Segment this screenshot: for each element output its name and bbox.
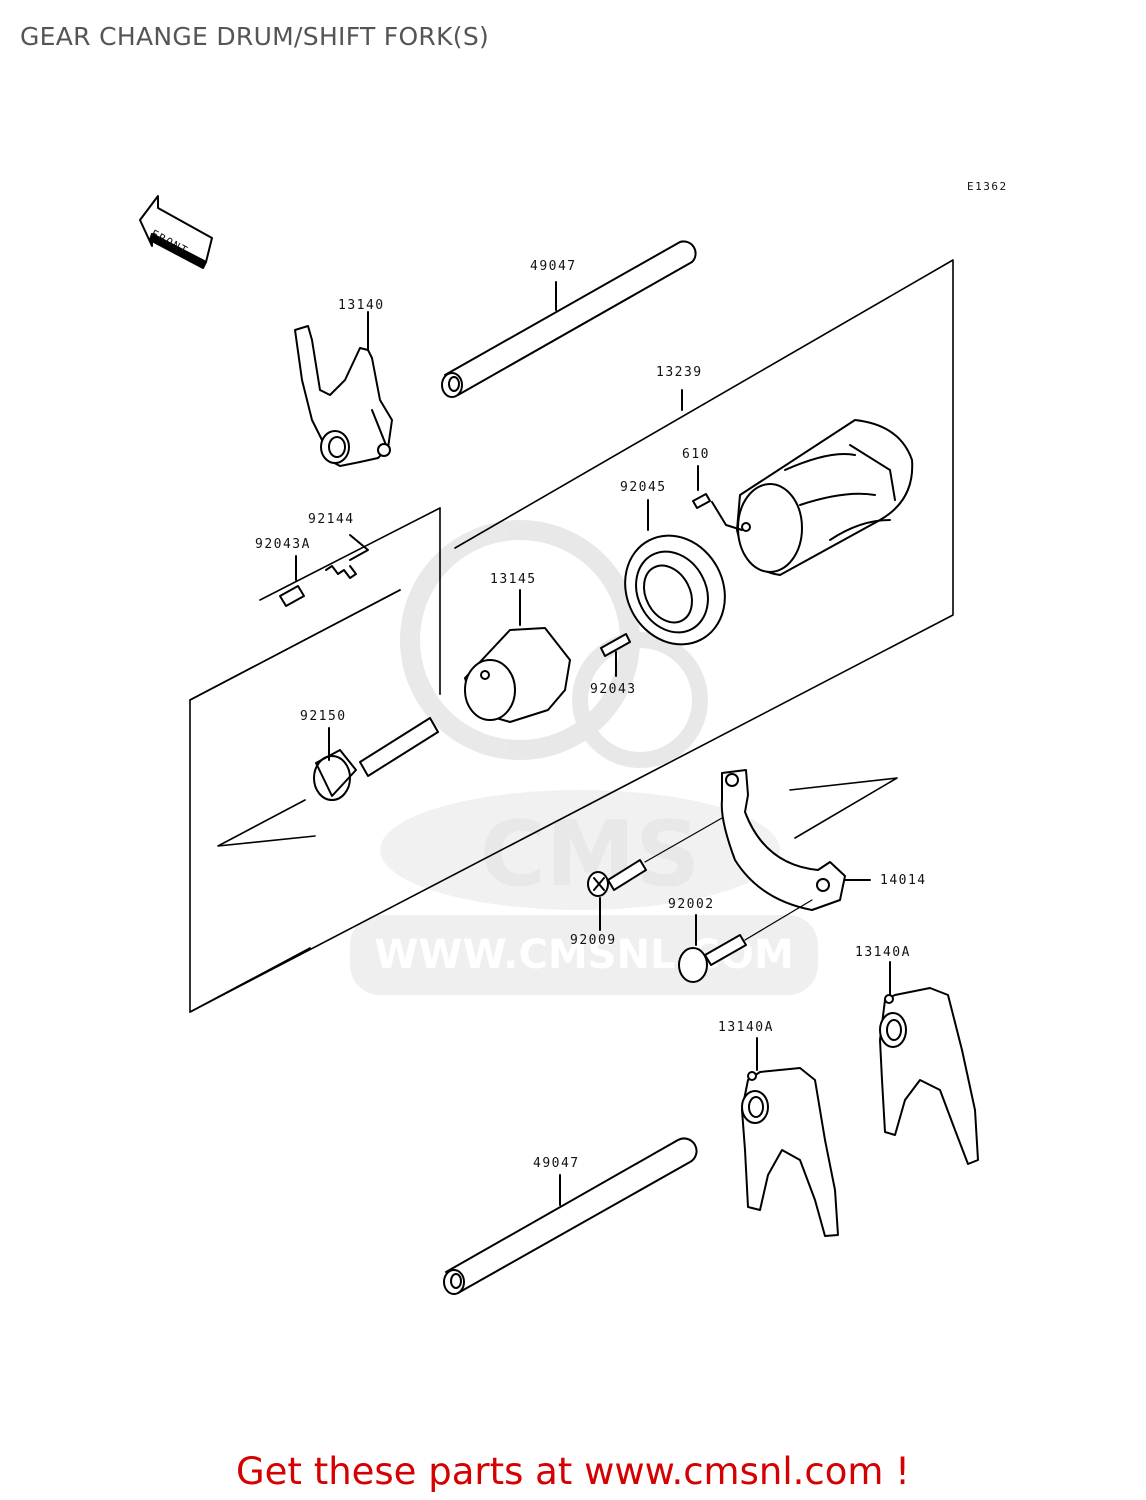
callout-92043A: 92043A [255, 537, 311, 552]
shift-rod-top [441, 240, 697, 398]
pin-610 [692, 465, 743, 531]
callout-92144: 92144 [308, 512, 355, 527]
bolt-92002 [678, 899, 813, 983]
figure-code: E1362 [967, 180, 1008, 193]
shift-fork-13140A-right [879, 961, 979, 1165]
callout-92150: 92150 [300, 709, 347, 724]
cover-plate-14014 [720, 769, 871, 911]
shift-drum [681, 389, 914, 576]
shift-fork-13140 [294, 311, 393, 467]
callout-92009: 92009 [570, 933, 617, 948]
callout-14014: 14014 [880, 873, 927, 888]
shift-fork-13140A-left [741, 1037, 839, 1237]
front-arrow-icon: FRONT [139, 195, 213, 269]
pin-92043 [600, 633, 631, 677]
callout-92045: 92045 [620, 480, 667, 495]
screw-92009 [587, 817, 723, 931]
leader-wedge-left [217, 799, 316, 847]
bolt-92150 [313, 717, 439, 801]
callout-13239: 13239 [656, 365, 703, 380]
callout-13145: 13145 [490, 572, 537, 587]
callout-13140: 13140 [338, 298, 385, 313]
promo-link-text[interactable]: Get these parts at www.cmsnl.com ! [235, 1450, 910, 1493]
callout-49047-top: 49047 [530, 259, 577, 274]
cmsnl-watermark: CMS WWW.CMSNL.COM [350, 520, 818, 995]
drum-pin-plate-13145 [464, 589, 571, 723]
leader-wedge-right [789, 777, 898, 839]
callout-92002: 92002 [668, 897, 715, 912]
bearing-92045 [624, 499, 726, 646]
shift-rod-bottom [443, 1137, 698, 1295]
callout-13140A-right: 13140A [855, 945, 911, 960]
callout-92043: 92043 [590, 682, 637, 697]
assembly-outline-left-step [189, 507, 441, 701]
callout-610: 610 [682, 447, 710, 462]
callout-49047-bottom: 49047 [533, 1156, 580, 1171]
callout-13140A-left: 13140A [718, 1020, 774, 1035]
pin-92043A [279, 555, 305, 607]
spring-92144 [325, 534, 369, 579]
page-title: GEAR CHANGE DRUM/SHIFT FORK(S) [20, 22, 490, 51]
